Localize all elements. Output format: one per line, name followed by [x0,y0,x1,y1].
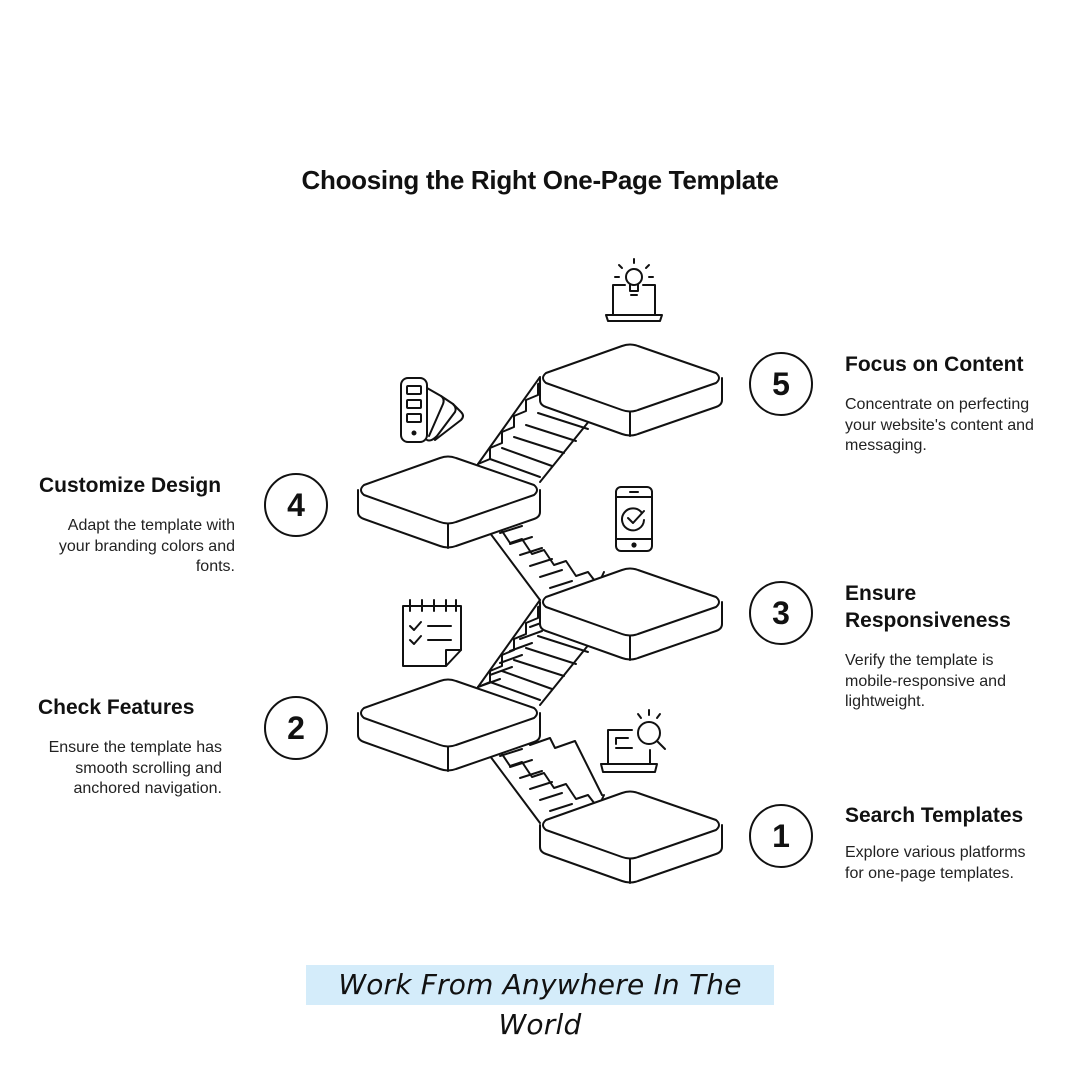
diagram-title: Choosing the Right One-Page Template [301,165,779,195]
step-5-title: Focus on Content [845,353,1024,376]
smartphone-check-icon [615,486,653,552]
step-2-description: Ensure the template has smooth scrolling… [48,739,222,797]
step-2-title: Check Features [38,696,195,719]
step-4-description: Adapt the template with your branding co… [58,517,235,575]
step-number-2: 2 [264,696,328,760]
platform-2 [357,678,541,772]
step-5-description: Concentrate on perfecting your website's… [845,396,1034,454]
step-1-title: Search Templates [845,804,1024,827]
step-1-description: Explore various platforms for one-page t… [845,844,1026,882]
footer-banner: Work From Anywhere In The World [306,965,774,1041]
step-number-1: 1 [749,804,813,868]
step-number-3: 3 [749,581,813,645]
step-3-description: Verify the template is mobile-responsive… [845,652,1006,710]
color-swatch-icon [400,377,464,443]
step-3-title: Ensure Responsiveness [845,582,1011,632]
laptop-lightbulb-icon [605,258,663,322]
step-number-5: 5 [749,352,813,416]
checklist-icon [402,599,462,667]
step-number-4: 4 [264,473,328,537]
platform-4 [357,455,541,549]
laptop-search-icon [600,709,666,773]
step-4-title: Customize Design [39,474,222,497]
